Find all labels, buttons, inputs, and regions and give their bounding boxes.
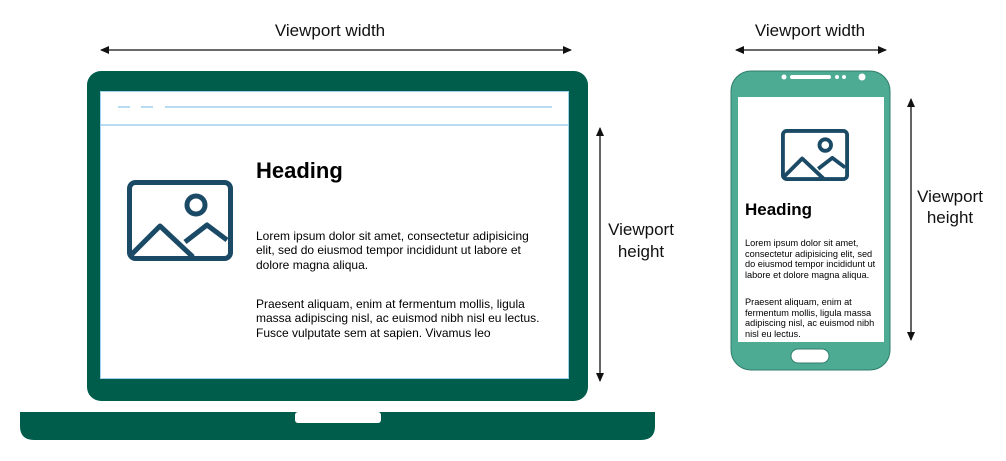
browser-bar-icon xyxy=(101,106,568,126)
laptop-trackpad-notch xyxy=(295,412,381,423)
laptop-paragraph-1: Lorem ipsum dolor sit amet, consectetur … xyxy=(256,229,529,272)
laptop-width-label: Viewport width xyxy=(274,21,386,40)
laptop-height-label-line1: Viewport xyxy=(608,220,674,239)
image-placeholder-icon xyxy=(781,129,849,181)
phone-paragraph-2: Praesent aliquam, enim at fermentum moll… xyxy=(745,297,875,339)
phone-sensor-dot xyxy=(842,75,846,79)
laptop-height-label-line2: height xyxy=(617,242,665,261)
phone-camera-dot xyxy=(781,74,787,80)
phone-heading: Heading xyxy=(745,200,813,219)
phone-home-button xyxy=(790,348,830,364)
laptop-viewport: Heading Lorem ipsum dolor sit amet, cons… xyxy=(100,91,569,379)
image-placeholder-icon xyxy=(127,180,233,261)
phone-height-label-line2: height xyxy=(926,208,974,227)
phone-width-label: Viewport width xyxy=(754,21,866,40)
phone-paragraph-1: Lorem ipsum dolor sit amet, consectetur … xyxy=(745,238,876,280)
laptop-base xyxy=(20,412,655,440)
laptop-heading: Heading xyxy=(256,158,343,183)
laptop-paragraph-2: Praesent aliquam, enim at fermentum moll… xyxy=(256,297,540,340)
phone-viewport: Heading Lorem ipsum dolor sit amet, cons… xyxy=(738,97,884,342)
phone-height-label-line1: Viewport xyxy=(917,187,983,206)
phone-speaker xyxy=(790,75,831,79)
phone-sensor-dot xyxy=(835,75,839,79)
phone-front-camera xyxy=(858,73,866,81)
